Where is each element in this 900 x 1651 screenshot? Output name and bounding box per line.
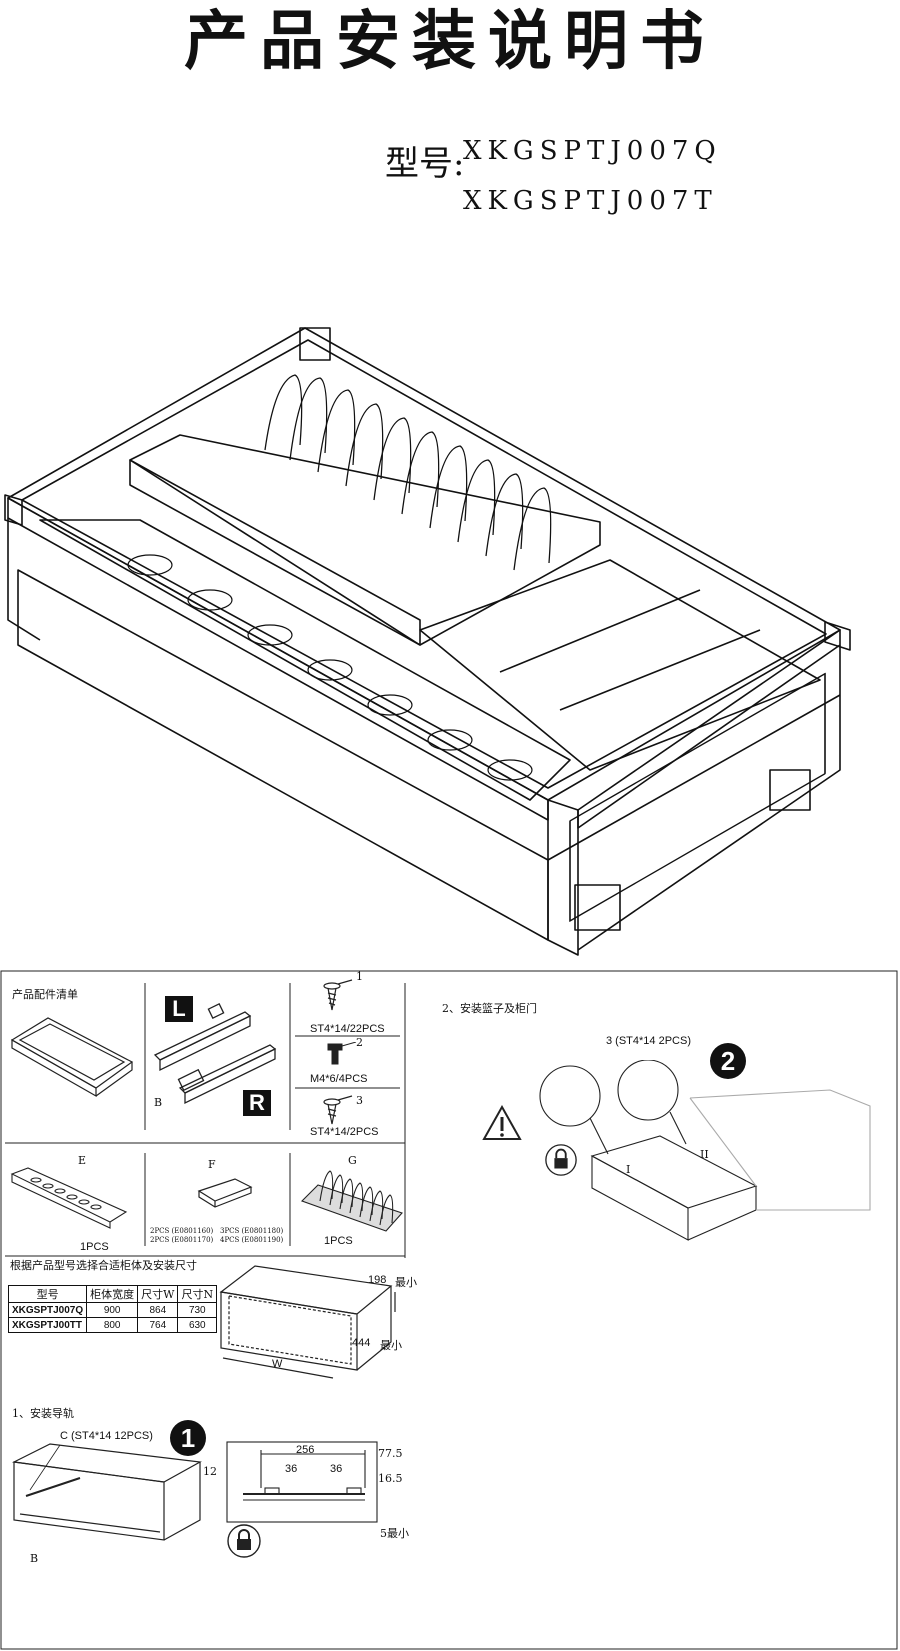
warning-icon (482, 1105, 522, 1140)
part-e-callout: E (78, 1154, 87, 1167)
screw-3-label: ST4*14/2PCS (310, 1126, 379, 1138)
product-illustration (4, 327, 851, 956)
sizing-heading: 根据产品型号选择合适柜体及安装尺寸 (10, 1259, 197, 1272)
part-f-note-1: 2PCS (E0801160) (150, 1227, 214, 1235)
cabinet-depth-note: 最小 (380, 1339, 402, 1352)
part-f-notes-right: 3PCS (E0801180) 4PCS (E0801190) (220, 1227, 283, 1245)
parts-heading: 产品配件清单 (12, 988, 78, 1001)
header-w: 尺寸W (137, 1285, 179, 1303)
spec-table: 型号 柜体宽度 尺寸W 尺寸N XKGSPTJ007Q 900 864 730 … (7, 1285, 218, 1333)
cell-w: 764 (137, 1317, 179, 1333)
cabinet-rail-sketch (11, 1443, 202, 1541)
part-g-callout: G (348, 1154, 357, 1167)
part-f-callout: F (208, 1158, 216, 1171)
header-width: 柜体宽度 (86, 1285, 139, 1303)
cabinet-width-label: W (272, 1358, 283, 1370)
screw-icon (323, 979, 353, 1011)
rail-sketch (153, 1003, 277, 1105)
header-model: 型号 (7, 1285, 88, 1303)
dim-77-5: 77.5 (378, 1447, 403, 1460)
model-code-q: XKGSPTJ007Q (463, 136, 722, 166)
dim-bottom: 5最小 (380, 1527, 409, 1540)
model-code-t: XKGSPTJ007T (463, 186, 718, 216)
table-row: XKGSPTJ007Q 900 864 730 (7, 1302, 218, 1318)
page-title: 产品安装说明书 (184, 5, 716, 79)
screw-1-callout: 1 (356, 970, 363, 983)
cell-width: 900 (86, 1302, 139, 1318)
table-header-row: 型号 柜体宽度 尺寸W 尺寸N (7, 1285, 218, 1303)
cabinet-dimension-sketch (219, 1265, 396, 1379)
cell-n: 730 (177, 1302, 218, 1318)
step2-screw-callout: 3 (ST4*14 2PCS) (606, 1035, 691, 1047)
rail-callout-b: B (154, 1096, 163, 1109)
plate-board-sketch (10, 1167, 128, 1229)
cutlery-tray-sketch (197, 1178, 253, 1208)
step2-heading: 2、安装篮子及柜门 (442, 1002, 537, 1015)
part-f-note-2: 2PCS (E0801170) (150, 1236, 214, 1244)
dish-rack-sketch (300, 1170, 403, 1232)
dim-12: 12 (203, 1465, 217, 1478)
part-f-note-4: 4PCS (E0801190) (220, 1236, 284, 1244)
right-rail-badge: R (243, 1090, 271, 1116)
step1-heading: 1、安装导轨 (12, 1407, 74, 1420)
bolt-icon (327, 1042, 357, 1065)
dim-36-left: 36 (285, 1463, 298, 1475)
basket-sketch (10, 1017, 134, 1098)
cell-model: XKGSPTJ007Q (7, 1302, 88, 1318)
lock-icon (227, 1524, 261, 1558)
cabinet-height-note: 最小 (395, 1276, 417, 1289)
step1-badge: 1 (170, 1420, 206, 1456)
screw-2-label: M4*6/4PCS (310, 1073, 368, 1085)
model-label: 型号: (385, 144, 465, 184)
screw-small-icon (323, 1095, 353, 1125)
instruction-panel-lines (0, 970, 898, 1650)
table-row: XKGSPTJ00TT 800 764 630 (7, 1317, 218, 1333)
step2-badge: 2 (710, 1043, 746, 1079)
cell-model: XKGSPTJ00TT (7, 1317, 88, 1333)
cell-width: 800 (86, 1317, 139, 1333)
step1-screw-callout: C (ST4*14 12PCS) (60, 1430, 153, 1442)
dim-256: 256 (296, 1444, 315, 1456)
step2-roman-2: II (700, 1148, 709, 1161)
header-n: 尺寸N (177, 1285, 218, 1303)
part-f-notes-left: 2PCS (E0801160) 2PCS (E0801170) (150, 1227, 213, 1245)
dim-16-5: 16.5 (378, 1472, 403, 1485)
lock-icon (545, 1144, 577, 1176)
step2-roman-1: I (626, 1163, 631, 1176)
cell-n: 630 (177, 1317, 218, 1333)
cabinet-depth-dim: 444 (352, 1337, 371, 1349)
screw-1-label: ST4*14/22PCS (310, 1023, 385, 1035)
step1-b-label: B (30, 1552, 39, 1565)
cabinet-height-dim: 198 (368, 1274, 387, 1286)
part-e-qty: 1PCS (80, 1241, 109, 1253)
left-rail-badge: L (165, 996, 193, 1022)
basket-install-sketch (539, 1060, 871, 1241)
part-f-note-3: 3PCS (E0801180) (220, 1227, 284, 1235)
rail-dimension-sketch (226, 1441, 378, 1523)
dim-36-right: 36 (330, 1463, 343, 1475)
screw-3-callout: 3 (356, 1094, 363, 1107)
cell-w: 864 (137, 1302, 179, 1318)
part-g-qty: 1PCS (324, 1235, 353, 1247)
screw-2-callout: 2 (356, 1036, 363, 1049)
